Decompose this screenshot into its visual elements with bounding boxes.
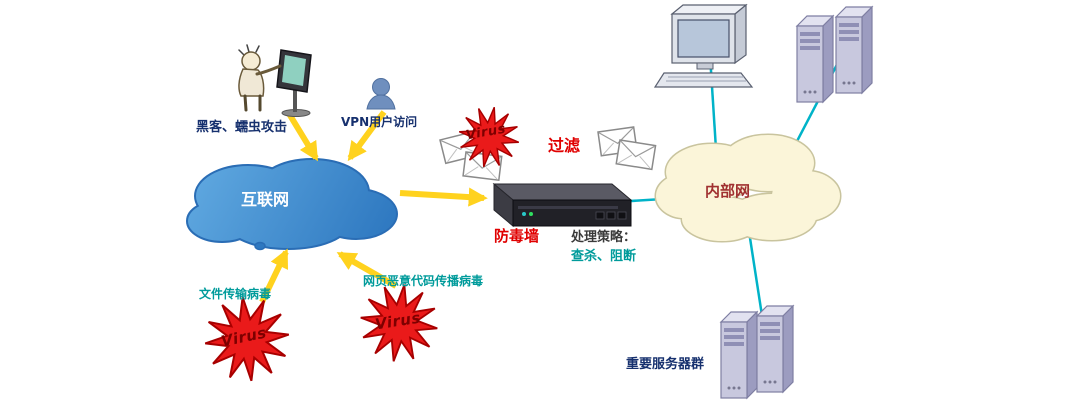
arrow-vpn-to-internet: [347, 110, 387, 162]
policy-actions: 查杀、阻断: [571, 249, 637, 264]
vpn-user-label: VPN用户访问: [341, 115, 418, 129]
firewall-appliance-icon: [492, 182, 633, 228]
arrow-internet-to-firewall: [399, 187, 488, 207]
hacker-icon: [238, 44, 312, 117]
arrow-hacker-to-internet: [285, 110, 319, 162]
envelope-icon: [615, 139, 657, 171]
desktop-pc-icon: [653, 3, 754, 88]
filtered-mail-icons: [597, 126, 657, 171]
internet-label: 互联网: [240, 190, 289, 209]
web-virus-label: 网页恶意代码传播病毒: [363, 274, 484, 288]
policy-heading: 处理策略：: [571, 230, 637, 245]
filter-label: 过滤: [548, 136, 581, 155]
internet-cloud: [186, 158, 398, 251]
firewall-label: 防毒墙: [494, 227, 540, 245]
attack-arrows: [259, 110, 488, 304]
hacker-label: 黑客、蠕虫攻击: [196, 120, 288, 135]
arrow-filevirus-to-internet: [259, 248, 289, 304]
servers-label: 重要服务器群: [626, 357, 705, 372]
intranet-cloud: [654, 133, 842, 243]
intranet-label: 内部网: [705, 182, 751, 200]
arrow-webvirus-to-internet: [336, 251, 398, 289]
top-server-group-icon: [796, 6, 873, 103]
important-server-group-icon: [720, 305, 794, 399]
vpn-user-icon: [366, 78, 396, 110]
file-virus-label: 文件传输病毒: [199, 287, 272, 301]
